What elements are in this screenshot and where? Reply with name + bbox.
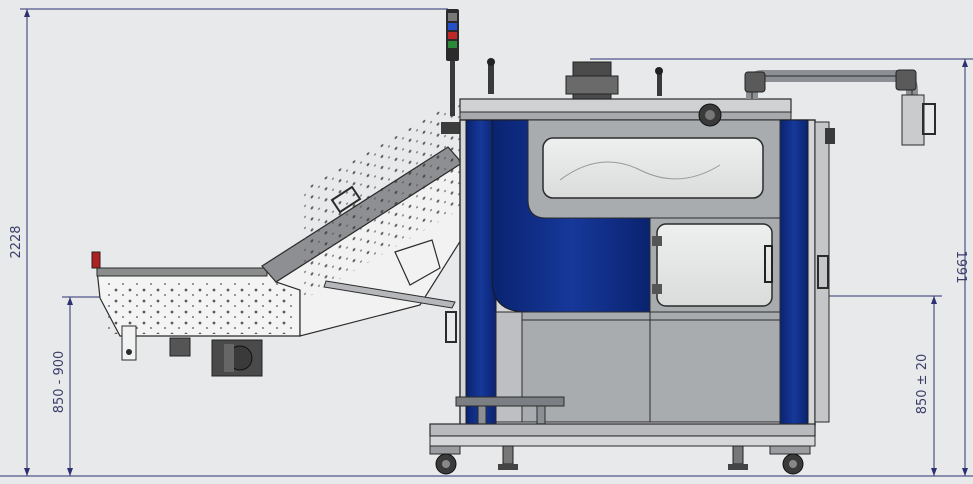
control-pendant bbox=[901, 94, 925, 146]
signal-tower bbox=[446, 9, 459, 116]
castor-wheels bbox=[435, 445, 804, 475]
inspection-door-window bbox=[656, 223, 773, 307]
main-machine bbox=[429, 58, 936, 475]
overall-height-label: 2228 bbox=[9, 225, 24, 258]
machine-height-label: 1991 bbox=[953, 250, 968, 283]
outfeed-height-label: 850 ± 20 bbox=[915, 354, 930, 415]
dimension-arrows bbox=[24, 9, 968, 476]
top-window bbox=[542, 137, 764, 199]
infeed-height-label: 850 - 900 bbox=[52, 351, 67, 414]
infeed-conveyor bbox=[91, 99, 467, 377]
step-platform bbox=[455, 396, 565, 407]
